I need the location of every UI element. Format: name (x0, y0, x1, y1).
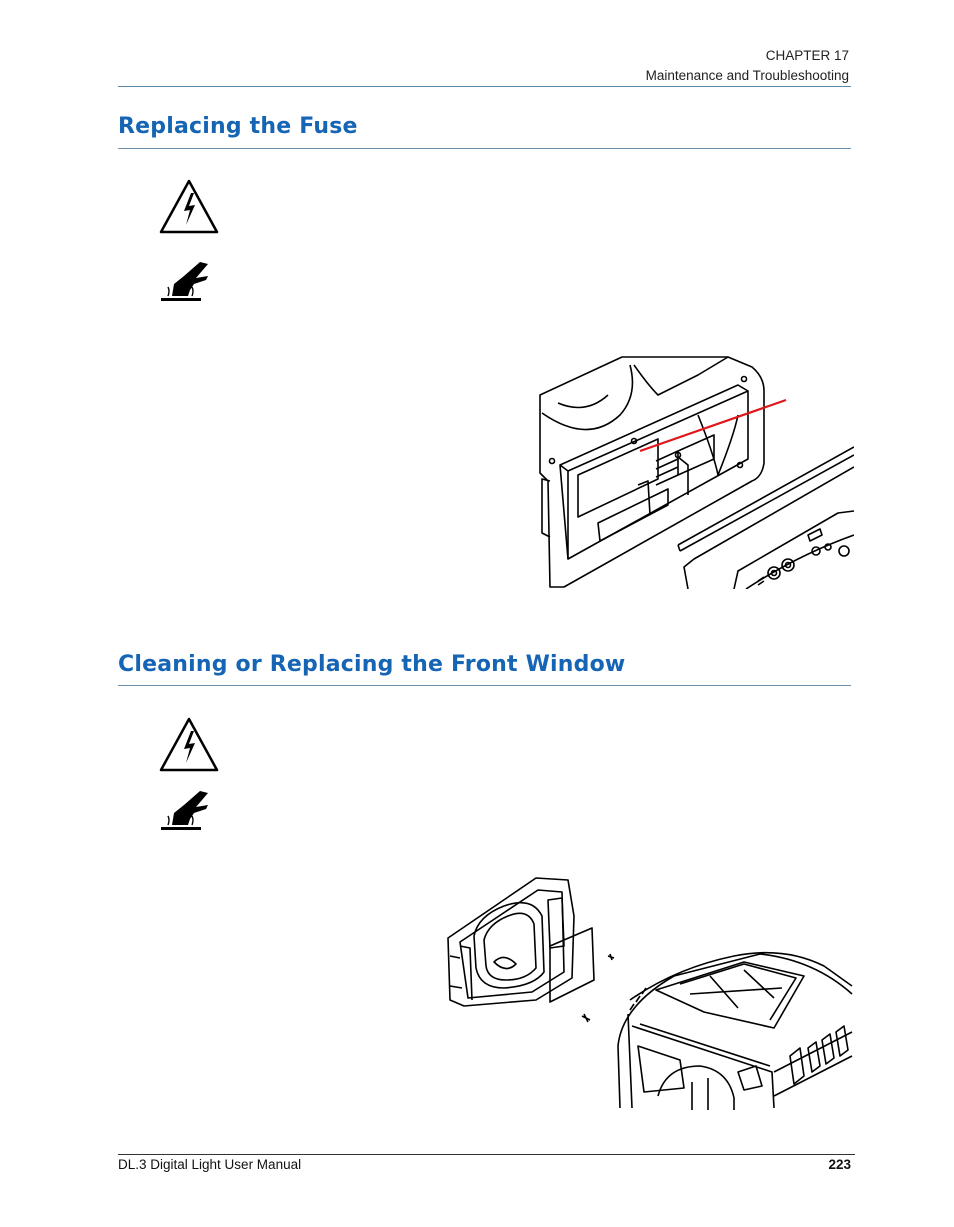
section-title-front-window: Cleaning or Replacing the Front Window (118, 652, 626, 677)
section-rule (118, 148, 851, 149)
section-title-replacing-fuse: Replacing the Fuse (118, 114, 358, 139)
section-rule (118, 685, 851, 686)
footer-rule (118, 1154, 855, 1155)
front-window-illustration (444, 876, 854, 1110)
chapter-title: Maintenance and Troubleshooting (645, 68, 849, 83)
electric-shock-warning-icon (158, 178, 220, 235)
fuse-location-illustration (538, 355, 854, 589)
electric-shock-warning-icon (158, 716, 220, 773)
header-rule (118, 86, 851, 87)
hot-surface-warning-icon (160, 789, 212, 835)
chapter-number: CHAPTER 17 (765, 48, 849, 63)
page-number: 223 (828, 1157, 851, 1172)
chapter-header: CHAPTER 17 Maintenance and Troubleshooti… (646, 46, 849, 86)
hot-surface-warning-icon (160, 260, 212, 306)
footer-manual-title: DL.3 Digital Light User Manual (118, 1157, 302, 1172)
